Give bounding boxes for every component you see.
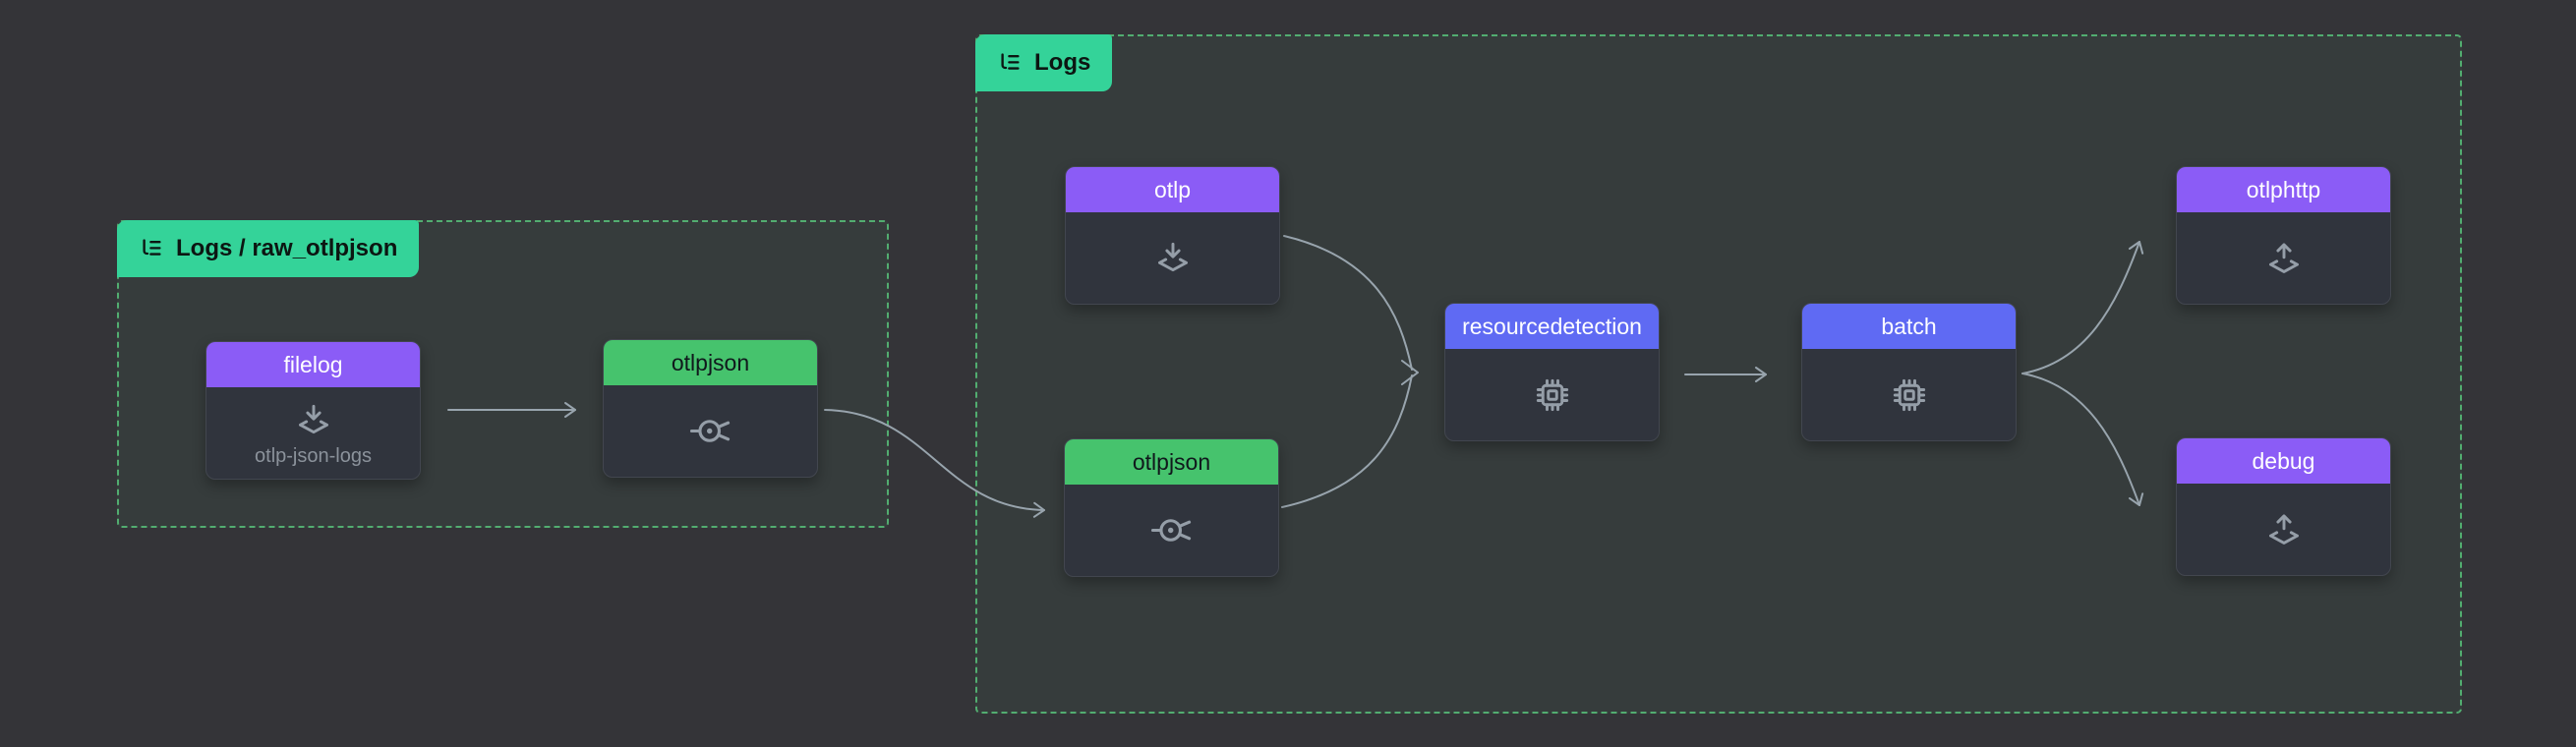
node-otlp[interactable]: otlp [1065,166,1280,305]
node-title: otlpjson [671,349,750,375]
node-header: filelog [206,342,420,387]
node-body: otlp-json-logs [206,387,420,479]
edge-merge-arrowhead [1401,360,1419,385]
receiver-download-icon [298,404,328,433]
node-header: debug [2177,438,2390,484]
exporter-upload-icon [2268,513,2299,545]
processor-chip-icon [1536,378,1568,411]
node-body [2177,212,2390,304]
node-body [2177,484,2390,575]
node-header: otlphttp [2177,167,2390,212]
node-title: resourcedetection [1462,313,1642,339]
node-title: otlp [1153,176,1192,202]
node-header: otlpjson [604,340,817,385]
node-filelog[interactable]: filelog otlp-json-logs [205,341,421,480]
node-otlpjson-connector-2[interactable]: otlpjson [1064,438,1279,577]
edge-otlpjson-otlpjson [824,409,1045,518]
node-title: batch [1881,313,1937,339]
edge-otlp-resourcedetection [1283,235,1413,371]
node-header: batch [1802,304,2016,349]
edge-batch-otlphttp [2021,241,2144,374]
node-sublabel: otlp-json-logs [255,444,372,467]
edge-batch-debug [2021,373,2144,506]
connector-icon [1150,519,1191,542]
connector-icon [689,420,730,442]
node-resourcedetection[interactable]: resourcedetection [1444,303,1660,441]
node-body [1066,212,1279,304]
node-header: otlpjson [1065,439,1278,485]
node-body [1802,349,2016,440]
receiver-download-icon [1157,242,1188,271]
node-title: filelog [283,351,343,377]
node-body [1445,349,1659,440]
node-header: resourcedetection [1445,304,1659,349]
node-header: otlp [1066,167,1279,212]
group-label: Logs / raw_otlpjson [176,235,398,261]
group-label: Logs [1034,49,1091,76]
group-tab-logs: Logs [975,34,1113,91]
exporter-upload-icon [2268,242,2299,273]
logs-list-icon [143,238,161,256]
node-otlphttp[interactable]: otlphttp [2176,166,2391,305]
node-debug[interactable]: debug [2176,437,2391,576]
node-body [604,385,817,477]
processor-chip-icon [1893,378,1925,411]
node-title: otlpjson [1132,448,1211,475]
logs-list-icon [1001,52,1020,70]
edge-otlpjson-resourcedetection [1281,374,1413,508]
node-title: otlphttp [2246,176,2321,202]
node-batch[interactable]: batch [1801,303,2017,441]
node-title: debug [2252,447,2315,474]
node-body [1065,485,1278,576]
node-otlpjson-connector-1[interactable]: otlpjson [603,339,818,478]
group-tab-logs-raw-otlpjson: Logs / raw_otlpjson [117,220,420,277]
